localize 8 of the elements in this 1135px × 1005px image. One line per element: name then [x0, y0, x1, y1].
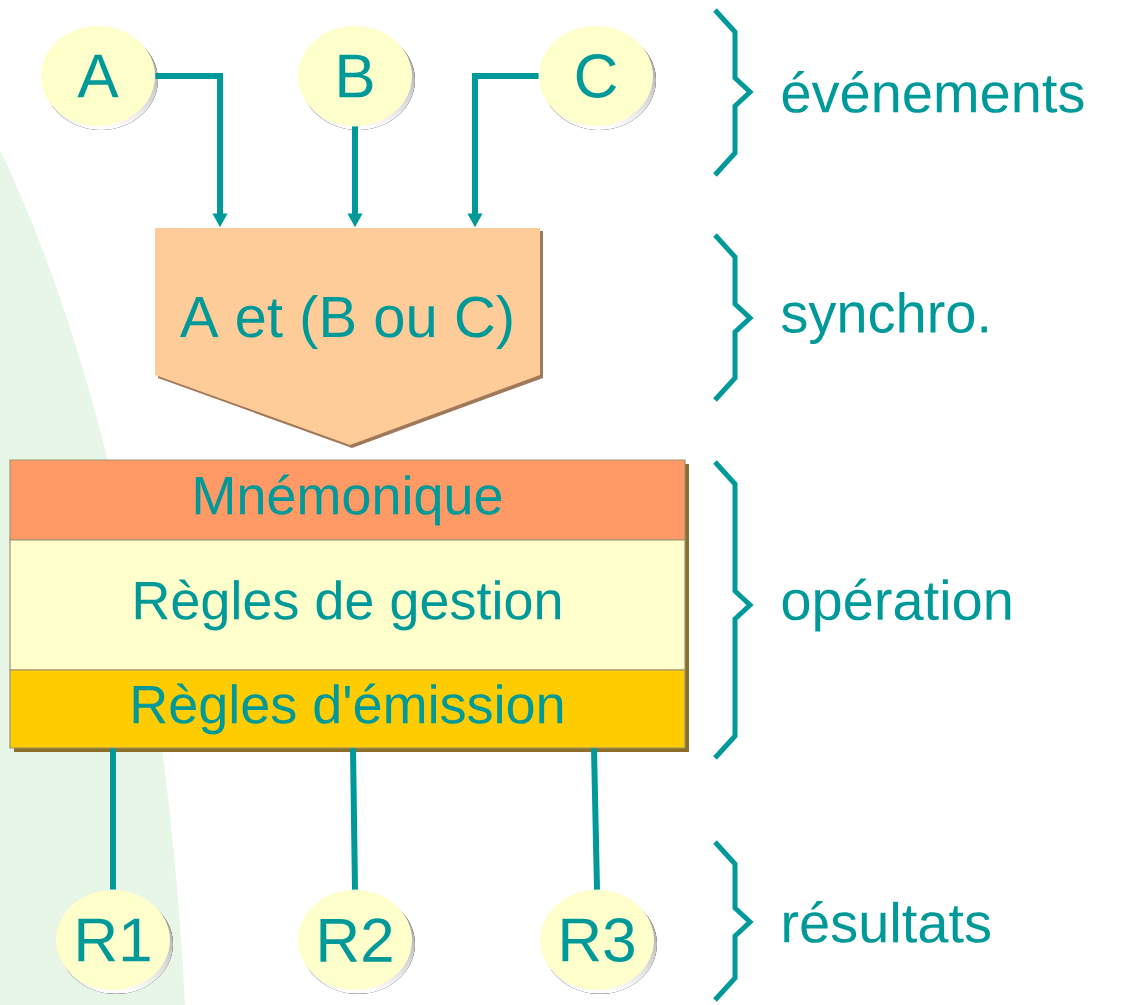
- layer-label: synchro.: [782, 291, 987, 345]
- layer-label: opération: [782, 578, 1011, 632]
- synchro-pentagon: A et (B ou C): [155, 228, 543, 448]
- mnemonic-band: Mnémonique: [9, 459, 686, 541]
- rules-band: Règles de gestion: [9, 539, 686, 671]
- layer-label: résultats: [784, 901, 990, 943]
- emission-band: Règles d'émission: [9, 669, 686, 749]
- layer-label: événements: [782, 71, 1084, 113]
